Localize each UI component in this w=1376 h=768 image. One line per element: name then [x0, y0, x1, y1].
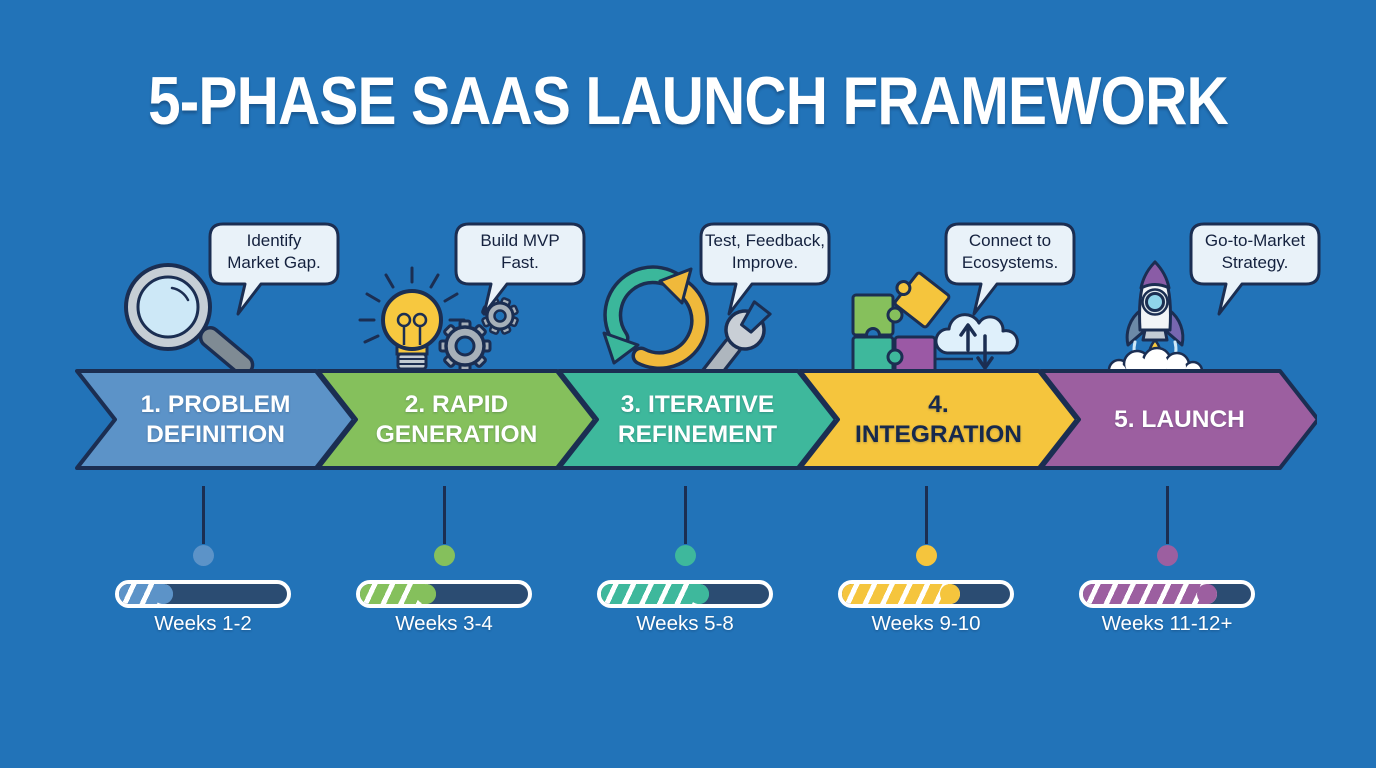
phase-4-weeks-label: Weeks 9-10 [871, 612, 981, 635]
phase-2-label: 2. RAPID GENERATION [375, 390, 538, 448]
phase-3-connector-line [684, 486, 687, 544]
puzzle-cloud-icon [851, 271, 1019, 379]
phase-5-chevron [1039, 369, 1317, 470]
phase-3-progress-bar [597, 580, 773, 608]
phase-2-speech-bubble [454, 222, 586, 316]
phase-5-progress-bar [1079, 580, 1255, 608]
phase-5-label: 5. LAUNCH [1114, 405, 1245, 433]
phase-2-progress-fill [360, 584, 436, 604]
phase-4-dot [916, 545, 937, 566]
phase-5-progress-fill [1083, 584, 1218, 604]
phase-1-progress-bar [115, 580, 291, 608]
phase-4-speech-bubble [944, 222, 1076, 316]
phase-4-progress-bar [838, 580, 1014, 608]
phase-4-label: 4. INTEGRATION [855, 390, 1022, 448]
phase-1-dot [193, 545, 214, 566]
phase-2-weeks-label: Weeks 3-4 [395, 612, 493, 635]
phase-2-dot [434, 545, 455, 566]
magnifier-icon [124, 263, 255, 377]
phase-5-dot [1157, 545, 1178, 566]
phase-1-speech-bubble [208, 222, 340, 316]
phase-1-label: 1. PROBLEM DEFINITION [140, 390, 291, 448]
phase-5-speech-bubble [1189, 222, 1321, 316]
phase-3-speech-bubble [699, 222, 831, 316]
phase-2-progress-bar [356, 580, 532, 608]
phase-4-progress-fill [842, 584, 960, 604]
phase-3-progress-fill [601, 584, 709, 604]
phase-1-progress-fill [119, 584, 173, 604]
phase-1-weeks-label: Weeks 1-2 [154, 612, 252, 635]
page-title: 5-PHASE SAAS LAUNCH FRAMEWORK [148, 63, 1229, 139]
phase-4-connector-line [925, 486, 928, 544]
phase-5-weeks-label: Weeks 11-12+ [1101, 612, 1233, 635]
phase-3-weeks-label: Weeks 5-8 [636, 612, 734, 635]
phase-1-connector-line [202, 486, 205, 544]
lightbulb-gears-icon [358, 266, 519, 377]
phase-5-connector-line [1166, 486, 1169, 544]
phase-3-bubble-text: Test, Feedback,Improve. [704, 230, 825, 272]
phase-3-label: 3. ITERATIVE REFINEMENT [617, 390, 778, 448]
phase-3-dot [675, 545, 696, 566]
phase-2-connector-line [443, 486, 446, 544]
